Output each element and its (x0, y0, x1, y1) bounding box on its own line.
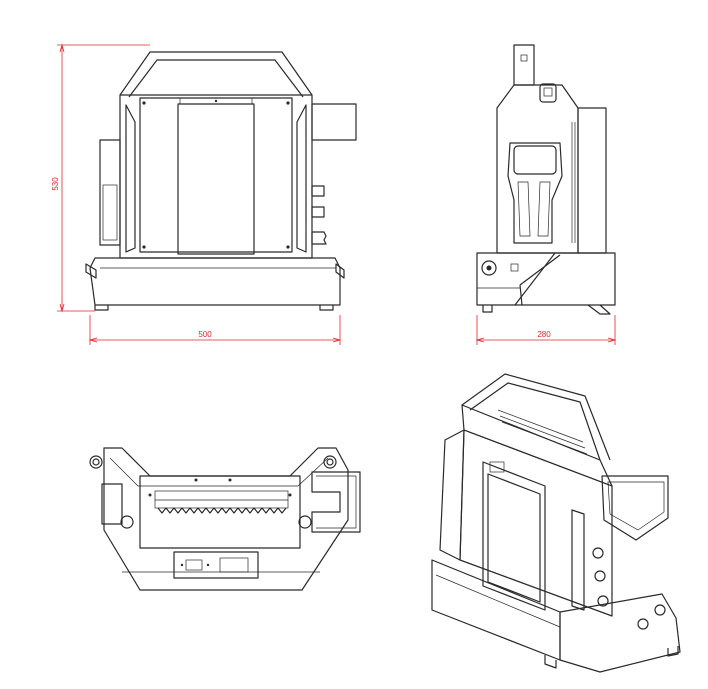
front-width-dimension-label: 500 (198, 330, 212, 339)
isometric-view (431, 373, 681, 673)
front-view: 530 500 (51, 43, 357, 345)
top-view (89, 447, 361, 591)
height-dimension-label: 530 (51, 177, 60, 191)
side-view: 280 (475, 44, 617, 345)
side-width-dimension-label: 280 (537, 330, 551, 339)
